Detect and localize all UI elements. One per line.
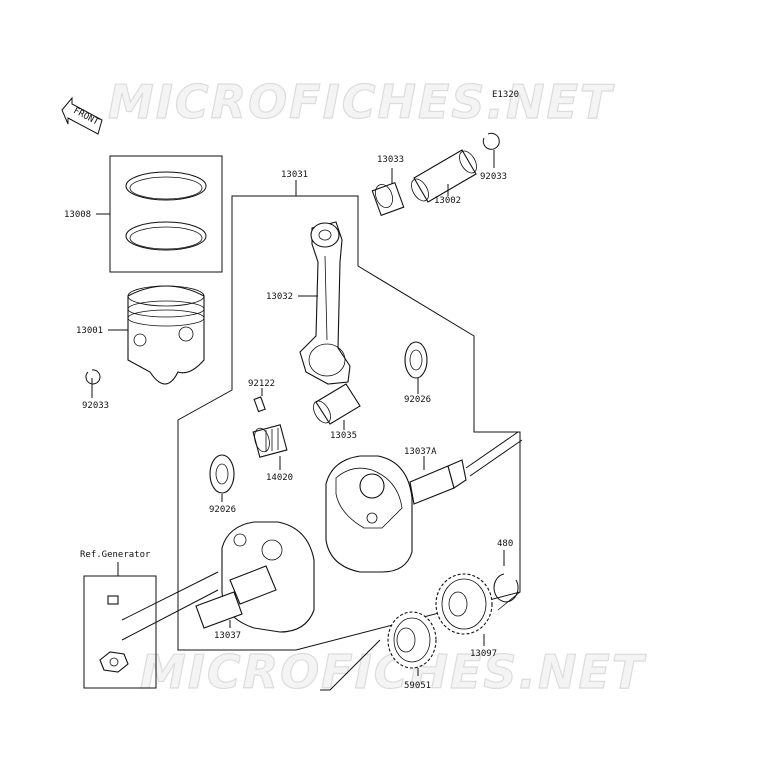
label-59051: 59051 [404,681,431,691]
flange-nut [99,651,129,673]
thrust-washer-right [404,341,428,379]
circlip-left [85,369,101,385]
piston-rings [125,171,207,251]
label-92033-left: 92033 [82,401,109,411]
label-13037A: 13037A [404,447,437,457]
piston-ring-box [109,155,223,273]
needle-bearing-small-end [371,181,405,217]
front-arrow-icon: FRONT [61,96,103,135]
label-13097: 13097 [470,649,497,659]
label-92033-right: 92033 [480,172,507,182]
label-480: 480 [497,539,513,549]
needle-bearing-big-end [252,424,288,458]
crankshaft-assembly-outline [177,195,521,651]
label-13035: 13035 [330,431,357,441]
dowel-pin [253,396,266,413]
label-92026-right: 92026 [404,395,431,405]
crankshaft-right-half [325,455,467,573]
label-92026-left: 92026 [209,505,236,515]
ref-generator-box [83,575,157,689]
label-13001: 13001 [76,326,103,336]
crank-pin [313,383,361,425]
crankshaft-left-half [195,521,315,633]
label-13032: 13032 [266,292,293,302]
label-13033: 13033 [377,155,404,165]
piston-pin [411,149,477,203]
label-13037: 13037 [214,631,241,641]
label-13031: 13031 [281,170,308,180]
circlip-right [482,132,500,150]
gear-59051 [387,611,437,669]
label-14020: 14020 [266,473,293,483]
watermark-top: MICROFICHES.NET [108,75,615,129]
thrust-washer-left [209,454,235,494]
label-13002: 13002 [434,196,461,206]
figure-code: E1320 [492,90,519,100]
woodruff-key [107,595,119,605]
circlip-480 [493,573,519,603]
connecting-rod [299,221,351,385]
piston [127,285,205,385]
gear-13097 [435,573,493,635]
label-92122: 92122 [248,379,275,389]
ref-generator-label: Ref.Generator [80,550,151,560]
label-13008: 13008 [64,210,91,220]
